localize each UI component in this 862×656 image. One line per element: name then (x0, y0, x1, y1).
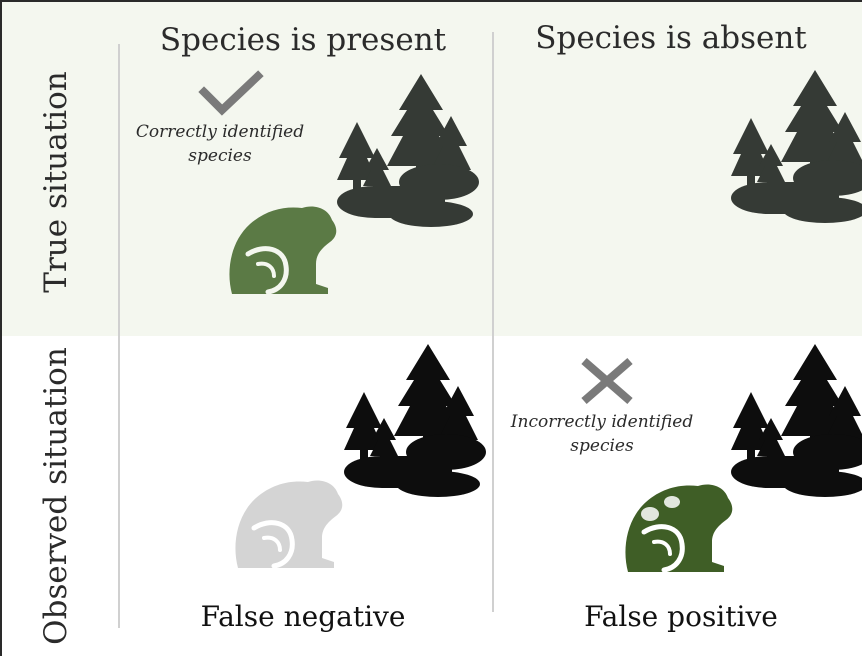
outcome-false-negative: False negative (200, 600, 406, 633)
frog-icon-observed-missed (235, 480, 343, 569)
frog-icon-true-present (229, 206, 337, 295)
note-correctly-identified: Correctly identified species (136, 120, 304, 168)
forest-icon-observed-present (344, 344, 486, 497)
forest-icon-observed-absent (731, 344, 862, 497)
column-header-absent: Species is absent (535, 20, 807, 56)
checkmark-icon (198, 70, 264, 116)
column-header-present: Species is present (159, 22, 447, 58)
row-label-true-situation: True situation (38, 71, 74, 293)
column-divider-middle (492, 32, 494, 612)
column-divider-left (118, 44, 120, 628)
frog-icon-observed-false (625, 484, 733, 573)
note-correctly-identified-line1: Correctly identified (135, 122, 305, 142)
outcome-false-positive: False positive (584, 600, 778, 633)
forest-icon-true-absent (731, 70, 862, 223)
forest-icon-true-present (337, 74, 479, 227)
cross-icon (581, 357, 633, 405)
note-incorrectly-identified-line2: species (570, 436, 634, 456)
note-incorrectly-identified: Incorrectly identified species (511, 410, 693, 458)
note-incorrectly-identified-line1: Incorrectly identified (510, 412, 694, 432)
row-label-observed-situation: Observed situation (38, 347, 74, 645)
note-correctly-identified-line2: species (188, 146, 252, 166)
